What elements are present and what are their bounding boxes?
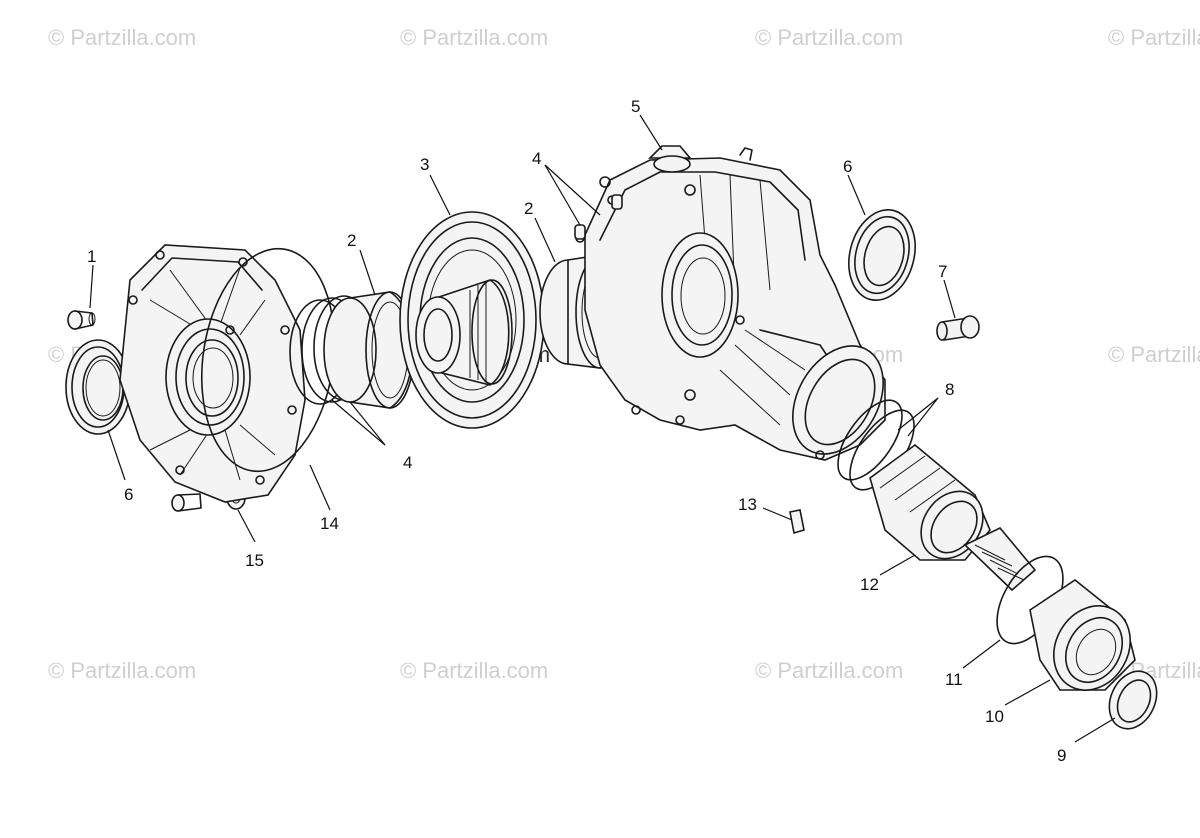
callout-2-left: 2 [347, 231, 356, 250]
callout-9: 9 [1057, 746, 1066, 765]
callout-3: 3 [420, 155, 429, 174]
callout-1: 1 [87, 247, 96, 266]
watermark-mid-4: © Partzilla.com [1108, 342, 1200, 367]
watermark-top-2: © Partzilla.com [400, 25, 548, 50]
callout-4-upper: 4 [532, 149, 541, 168]
callout-6-right: 6 [843, 157, 852, 176]
part-bearing-race-2-left [323, 291, 415, 409]
leader-lines [89, 114, 1116, 743]
part-main-gearcase-5 [574, 145, 886, 461]
part-seal-9 [1108, 670, 1158, 730]
watermark-bot-1: © Partzilla.com [48, 658, 196, 683]
part-bolt-1 [67, 310, 96, 330]
callout-4-lower: 4 [403, 453, 412, 472]
callout-13: 13 [738, 495, 757, 514]
watermark-bot-3: © Partzilla.com [755, 658, 903, 683]
part-nut-10 [1029, 579, 1136, 691]
callout-11: 11 [945, 670, 963, 689]
callout-6-left: 6 [124, 485, 133, 504]
callout-12: 12 [860, 575, 879, 594]
callout-14: 14 [320, 514, 339, 533]
callout-labels: 1 2 2 3 4 4 5 6 6 7 8 9 10 11 12 13 14 1… [87, 97, 1066, 765]
watermark-top-4: © Partzilla.com [1108, 25, 1200, 50]
part-dowel-13 [789, 509, 805, 535]
callout-5: 5 [631, 97, 640, 116]
watermark-bot-2: © Partzilla.com [400, 658, 548, 683]
watermark-top-3: © Partzilla.com [755, 25, 903, 50]
watermark-top-1: © Partzilla.com [48, 25, 196, 50]
callout-7: 7 [938, 262, 947, 281]
part-pinion-shaft-12 [869, 443, 1037, 592]
part-left-cover [119, 244, 306, 503]
callout-15: 15 [245, 551, 264, 570]
part-seal-left [65, 339, 131, 435]
part-seal-right [848, 209, 916, 301]
callout-2-right: 2 [524, 199, 533, 218]
part-pin-7 [936, 315, 980, 341]
callout-8: 8 [945, 380, 954, 399]
callout-10: 10 [985, 707, 1004, 726]
part-ring-gear-3 [399, 211, 545, 429]
